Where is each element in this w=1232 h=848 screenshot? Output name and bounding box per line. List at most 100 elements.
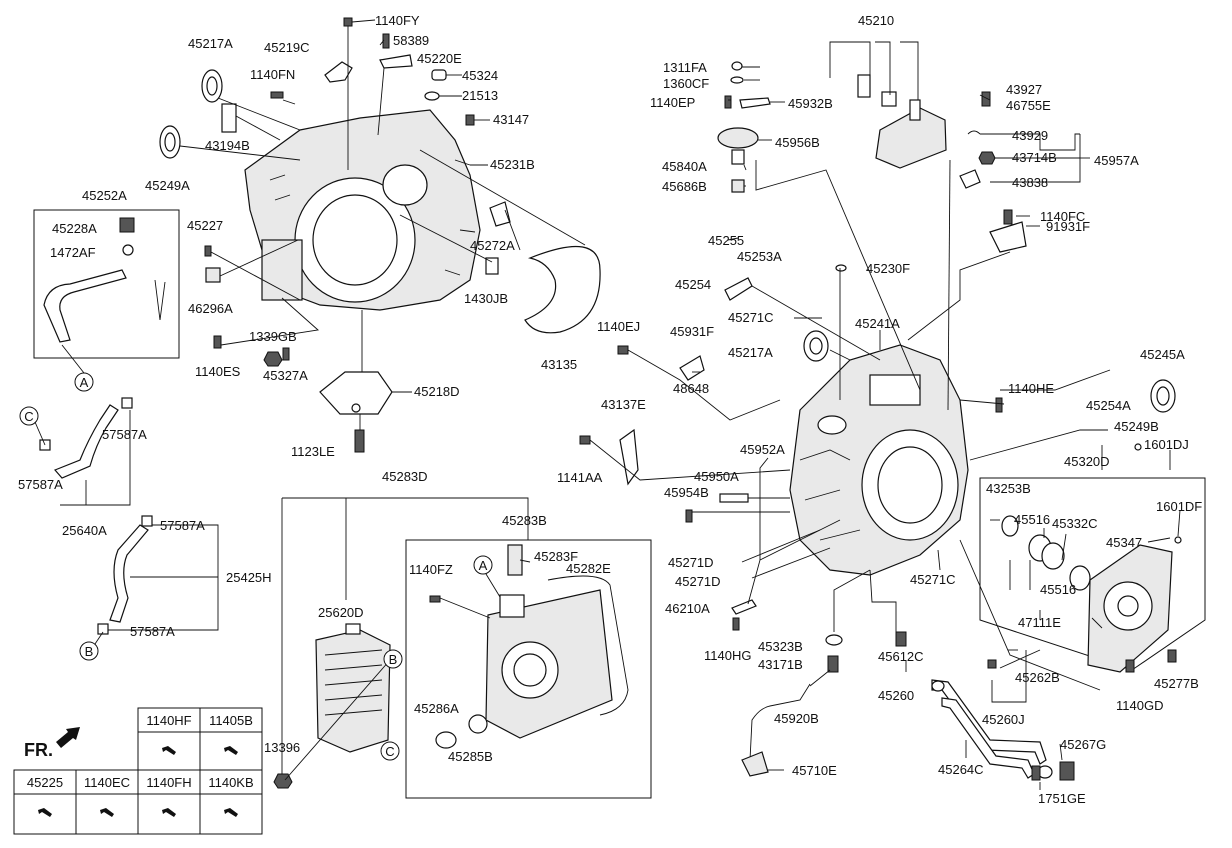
- label-45283B: 45283B: [502, 513, 547, 528]
- label-25640A: 25640A: [62, 523, 107, 538]
- label-45217A: 45217A: [728, 345, 773, 360]
- label-57587A-3: 57587A: [160, 518, 205, 533]
- label-1123LE: 1123LE: [291, 444, 335, 459]
- circle-ref-C-cooler: C: [380, 741, 400, 761]
- label-25425H: 25425H: [226, 570, 272, 585]
- circle-ref-B-cooler: B: [383, 649, 403, 669]
- label-45327A: 45327A: [263, 368, 308, 383]
- bolt-45954B: [685, 509, 693, 523]
- label-1601DF: 1601DF: [1156, 499, 1202, 514]
- nut-1339GB: [263, 351, 283, 367]
- seal-45217A-top: [201, 69, 223, 103]
- label-1311FA: 1311FA: [663, 60, 707, 75]
- label-57587A-2: 57587A: [18, 477, 63, 492]
- label-48648: 48648: [673, 381, 709, 396]
- plug-45324: [431, 69, 447, 81]
- bracket-lines-45283D: [281, 497, 529, 780]
- seal-45217A: [803, 330, 829, 362]
- hose-kit-45252A: [43, 217, 166, 343]
- label-1140EP: 1140EP: [650, 95, 695, 110]
- label-45332C: 45332C: [1052, 516, 1098, 531]
- bolt-45227: [204, 245, 212, 257]
- label-45957A: 45957A: [1094, 153, 1139, 168]
- label-45954B: 45954B: [664, 485, 709, 500]
- label-1472AF: 1472AF: [50, 245, 96, 260]
- svg-text:FR.: FR.: [24, 740, 53, 760]
- label-43194B: 43194B: [205, 138, 250, 153]
- label-45231B: 45231B: [490, 157, 535, 172]
- lever-45254: [724, 277, 753, 301]
- oring-45285B: [468, 714, 488, 734]
- label-1140FN: 1140FN: [250, 67, 295, 82]
- label-45253A: 45253A: [737, 249, 782, 264]
- plug-1601DJ: [1134, 443, 1142, 451]
- label-45220E: 45220E: [417, 51, 462, 66]
- bracket-45210: [857, 74, 947, 169]
- circle-ref-A-left: A: [61, 344, 94, 392]
- plug-45612C: [895, 631, 907, 647]
- label-1140HG: 1140HG: [704, 648, 751, 663]
- label-43147: 43147: [493, 112, 529, 127]
- label-1601DJ: 1601DJ: [1144, 437, 1189, 452]
- baffle-43135: [524, 245, 601, 334]
- label-45230F: 45230F: [866, 261, 910, 276]
- svg-text:B: B: [85, 644, 94, 659]
- kit-box-45320D: [979, 477, 1206, 671]
- label-45840A: 45840A: [662, 159, 707, 174]
- svg-text:C: C: [24, 409, 33, 424]
- label-45952A: 45952A: [740, 442, 785, 457]
- label-25620D: 25620D: [318, 605, 364, 620]
- pin-43194B: [221, 103, 237, 133]
- label-45320D: 45320D: [1064, 454, 1110, 469]
- label-45218D: 45218D: [414, 384, 460, 399]
- bracket-45219C: [324, 17, 353, 83]
- kit-box-45252A: [33, 209, 180, 359]
- label-45264C: 45264C: [938, 762, 984, 777]
- clip-45272A: [489, 201, 511, 227]
- label-45516-2: 45516: [1040, 582, 1076, 597]
- label-45282E: 45282E: [566, 561, 611, 576]
- label-45286A: 45286A: [414, 701, 459, 716]
- shield-43137E: [619, 428, 639, 486]
- bolt-1140GD: [1125, 659, 1135, 673]
- label-43171B: 43171B: [758, 657, 803, 672]
- label-45228A: 45228A: [52, 221, 97, 236]
- clip-45286A: [435, 731, 457, 749]
- bolt-43147: [465, 114, 475, 126]
- sensor-45710E: [741, 751, 769, 777]
- svg-text:B: B: [389, 652, 398, 667]
- label-45217A-top: 45217A: [188, 36, 233, 51]
- label-58389: 58389: [393, 33, 429, 48]
- label-45254A: 45254A: [1086, 398, 1131, 413]
- seals-45516: [1001, 515, 1091, 591]
- label-45260: 45260: [878, 688, 914, 703]
- bolt-45327A: [282, 347, 290, 361]
- label-45347: 45347: [1106, 535, 1142, 550]
- bolt-1140FN: [270, 91, 284, 99]
- label-45283F: 45283F: [534, 549, 578, 564]
- bolt-45262B: [987, 659, 997, 669]
- plug-43171B: [827, 655, 839, 673]
- arrow-icon: [56, 727, 80, 748]
- label-43135: 43135: [541, 357, 577, 372]
- label-45516-1: 45516: [1014, 512, 1050, 527]
- label-1339GB: 1339GB: [249, 329, 297, 344]
- circle-ref-A-valve: A: [473, 555, 501, 598]
- legend-11405B: 11405B: [209, 713, 253, 728]
- plug-1601DF: [1174, 536, 1182, 544]
- label-1140FZ: 1140FZ: [409, 562, 453, 577]
- label-45255: 45255: [708, 233, 744, 248]
- label-1140EJ: 1140EJ: [597, 319, 640, 334]
- label-45285B: 45285B: [448, 749, 493, 764]
- circle-ref-C-left: C: [19, 406, 46, 446]
- valve-body: [485, 589, 613, 739]
- bolt-1140HG: [732, 617, 740, 631]
- label-45227: 45227: [187, 218, 223, 233]
- label-46755E: 46755E: [1006, 98, 1051, 113]
- bolt-1140FZ: [429, 595, 441, 603]
- seal-45245A: [1150, 379, 1176, 413]
- label-45956B: 45956B: [775, 135, 820, 150]
- label-45254: 45254: [675, 277, 711, 292]
- label-45686B: 45686B: [662, 179, 707, 194]
- transmission-case: [789, 344, 969, 576]
